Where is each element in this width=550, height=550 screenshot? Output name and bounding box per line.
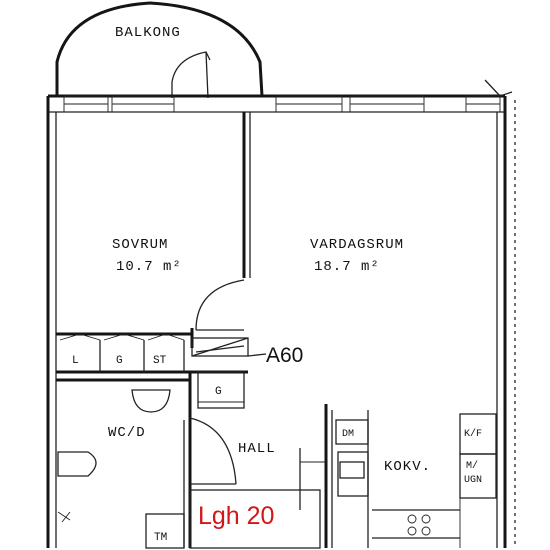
kitchen-label: KOKV. <box>384 459 431 475</box>
kitchen-kf-label: K/F <box>464 428 482 440</box>
balcony-label: BALKONG <box>115 25 181 41</box>
unit-code-pointer <box>247 353 267 357</box>
kitchen-m-label: M/ <box>466 460 478 472</box>
kitchen-block <box>299 404 497 548</box>
storage-label-st: ST <box>153 355 167 367</box>
shower-drain <box>57 511 71 523</box>
tm-label: TM <box>154 532 167 544</box>
bedroom-area: 10.7 m² <box>116 259 182 275</box>
kitchen-dm-label: DM <box>342 429 354 440</box>
balcony-outline <box>55 1 264 97</box>
storage-box-g2 <box>197 371 245 409</box>
storage-label-g2: G <box>215 386 222 398</box>
living-room-name: VARDAGSRUM <box>310 237 404 253</box>
balcony-door-swing <box>171 51 211 98</box>
hall-label: HALL <box>238 441 276 457</box>
bathroom-door-swing <box>189 417 237 485</box>
living-room-area: 18.7 m² <box>314 259 380 275</box>
windows-top <box>63 95 501 113</box>
tm-box <box>145 513 185 549</box>
apartment-label: Lgh 20 <box>198 502 274 530</box>
wardrobe-row <box>56 332 249 374</box>
bedroom-name: SOVRUM <box>112 237 168 253</box>
storage-label-g: G <box>116 355 123 367</box>
bathroom-toilet <box>57 451 97 477</box>
balcony-door-leaf <box>205 51 209 99</box>
bedroom-door-swing <box>195 279 245 331</box>
bathroom-sink <box>131 389 171 413</box>
apartment-frame <box>189 489 321 549</box>
wall-stub-top-right <box>484 79 513 97</box>
kitchen-ugn-label: UGN <box>464 475 482 486</box>
bathroom-label: WC/D <box>108 425 146 441</box>
storage-label-l: L <box>72 355 79 367</box>
unit-code-label: A60 <box>266 344 303 367</box>
